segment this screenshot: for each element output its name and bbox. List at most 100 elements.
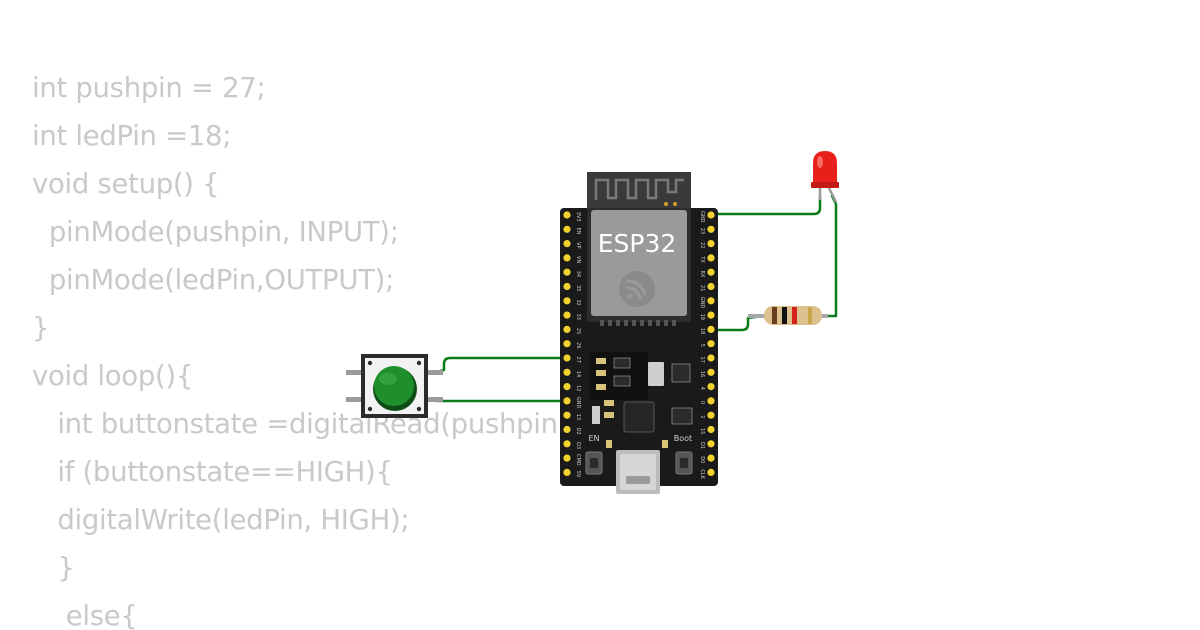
- pin-pad-right-16[interactable]: [707, 368, 715, 376]
- code-line: }: [32, 312, 50, 344]
- component: [671, 363, 691, 383]
- code-line: if (buttonstate==HIGH){: [32, 456, 393, 488]
- pin-pad-right-rx[interactable]: [707, 268, 715, 276]
- module-shield: [591, 210, 687, 316]
- button-corner: [416, 406, 422, 412]
- pin-pad-left-13[interactable]: [563, 411, 571, 419]
- pin-label-left: D2: [575, 428, 581, 435]
- component: [604, 412, 614, 418]
- wire-gnd-to-led-cathode[interactable]: [708, 194, 822, 216]
- pin-pad-right-17[interactable]: [707, 354, 715, 362]
- boot-button-cap: [680, 458, 688, 468]
- pin-label-right: 5: [699, 344, 705, 347]
- pin-pad-right-23[interactable]: [707, 225, 715, 233]
- button-corner: [367, 406, 373, 412]
- pin-pad-right-22[interactable]: [707, 240, 715, 248]
- pcb-antenna-icon: [594, 178, 684, 200]
- wire-led-anode-to-resistor[interactable]: [820, 194, 838, 318]
- antenna-area: [587, 172, 691, 208]
- pin-pad-right-0[interactable]: [707, 397, 715, 405]
- led-indicator: [606, 440, 612, 448]
- pin-label-right: 16: [699, 371, 705, 377]
- code-line: void setup() {: [32, 168, 220, 200]
- code-line: pinMode(ledPin,OUTPUT);: [32, 264, 395, 296]
- pin-pad-left-en[interactable]: [563, 225, 571, 233]
- pin-pad-left-34[interactable]: [563, 268, 571, 276]
- pin-pad-left-27[interactable]: [563, 354, 571, 362]
- pin-label-left: 13: [575, 414, 581, 420]
- code-line: void loop(){: [32, 360, 194, 392]
- resistor-band-gold: [808, 307, 812, 324]
- button-cap[interactable]: [374, 366, 414, 406]
- pin-pad-right-gnd[interactable]: [707, 211, 715, 219]
- pin-pad-right-d1[interactable]: [707, 440, 715, 448]
- pin-label-left: 33: [575, 314, 581, 320]
- led-highlight: [817, 156, 823, 168]
- esp32-board[interactable]: ESP32: [560, 172, 718, 494]
- button-lead: [346, 397, 362, 402]
- pin-label-left: GND: [575, 397, 581, 409]
- pin-pad-right-5[interactable]: [707, 340, 715, 348]
- antenna-feed: [664, 202, 668, 206]
- wire-gpio27-to-button[interactable]: [435, 356, 569, 374]
- pin-label-left: 12: [575, 385, 581, 391]
- pin-pad-left-d2[interactable]: [563, 425, 571, 434]
- pin-pad-left-12[interactable]: [563, 383, 571, 391]
- pin-pad-right-clk[interactable]: [707, 468, 715, 476]
- led-flange: [811, 182, 839, 188]
- pin-label-right: 22: [699, 242, 705, 248]
- pin-pad-left-14[interactable]: [563, 368, 571, 376]
- pin-label-left: 34: [575, 271, 581, 277]
- led-anode-lead: [827, 187, 838, 203]
- pin-pad-left-5v[interactable]: [563, 468, 571, 476]
- component: [671, 407, 693, 425]
- pin-label-left: VN: [575, 256, 581, 263]
- pushbutton[interactable]: [346, 354, 443, 418]
- pin-pad-right-gnd[interactable]: [707, 297, 715, 305]
- pin-pad-left-26[interactable]: [563, 340, 571, 348]
- pin-pad-left-3v3[interactable]: [563, 211, 571, 219]
- pin-label-right: 17: [699, 357, 705, 363]
- usb-uart-chip: [623, 401, 655, 433]
- pin-pad-left-d3[interactable]: [563, 440, 571, 448]
- pin-pad-left-25[interactable]: [563, 325, 571, 333]
- component: [613, 375, 631, 387]
- pin-pad-left-gnd[interactable]: [563, 397, 571, 405]
- espressif-logo-icon: [619, 271, 655, 307]
- pin-pad-right-21[interactable]: [707, 282, 715, 291]
- board-name: ESP32: [598, 229, 677, 258]
- pin-pad-left-32[interactable]: [563, 297, 571, 305]
- pin-pad-left-cmd[interactable]: [563, 454, 571, 462]
- pin-label-left: 5V: [575, 471, 581, 478]
- pin-pad-right-4[interactable]: [707, 383, 715, 391]
- component: [596, 358, 606, 364]
- pin-label-left: D3: [575, 442, 581, 449]
- led-indicator: [662, 440, 668, 448]
- pin-pad-left-vn[interactable]: [563, 254, 571, 262]
- pin-pad-right-18[interactable]: [707, 325, 715, 333]
- pin-pad-left-vp[interactable]: [563, 240, 571, 248]
- resistor-band-brown: [772, 307, 777, 324]
- code-line: int buttonstate =digitalRead(pushpin);: [32, 408, 578, 440]
- pin-label-right: 23: [699, 228, 705, 234]
- button-lead: [346, 370, 362, 375]
- pin-pad-left-33[interactable]: [563, 311, 571, 319]
- resistor-band-red: [792, 307, 797, 324]
- pin-label-right: 2: [699, 415, 705, 418]
- pin-label-right: 4: [699, 387, 705, 390]
- wire-gpio18-to-resistor[interactable]: [708, 314, 764, 332]
- pin-pad-right-2[interactable]: [707, 411, 715, 419]
- pin-label-right: D0: [699, 456, 705, 463]
- left-pin-labels: 3V3ENVPVN343532332526271412GND13D2D3CMD5…: [575, 212, 581, 478]
- pin-label-left: 32: [575, 299, 581, 305]
- pin-pad-right-15[interactable]: [707, 425, 715, 434]
- pin-pad-right-tx[interactable]: [707, 254, 715, 262]
- pin-label-left: 35: [575, 285, 581, 291]
- led[interactable]: [811, 151, 839, 203]
- resistor[interactable]: [748, 306, 828, 325]
- pin-pad-right-d0[interactable]: [707, 454, 715, 462]
- pin-pad-right-19[interactable]: [707, 311, 715, 319]
- pin-pad-left-35[interactable]: [563, 282, 571, 291]
- pin-label-right: TX: [699, 255, 705, 263]
